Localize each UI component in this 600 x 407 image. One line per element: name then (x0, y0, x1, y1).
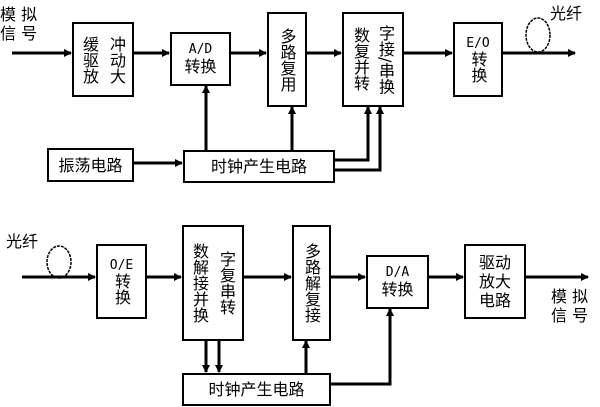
eo-converter-block: E/O 转换 (453, 22, 503, 97)
parallel-serial-block: 数复并转 字接/串换 (342, 12, 404, 107)
clock-generator-block-bottom: 时钟产生电路 (182, 373, 331, 406)
fiber-loop-icon (46, 245, 72, 279)
fiber-loop-icon (525, 17, 551, 53)
driver-amp-block: 驱动 放大 电路 (464, 244, 526, 319)
ad-converter-block: A/D 转换 (170, 32, 231, 86)
arrow-clock-to-ps-1 (335, 106, 372, 162)
oe-converter-block: O/E 转换 (96, 244, 147, 319)
output-signal-label: 模 拟 信 号 (551, 287, 589, 325)
da-converter-block: D/A 转换 (366, 255, 429, 309)
serial-parallel-block: 数解接并换 字复串转 (182, 225, 244, 341)
clock-generator-block-top: 时钟产生电路 (183, 150, 335, 183)
buffer-amp-block: 缓驱放 冲动大 (72, 22, 134, 97)
fiber-label-bottom: 光纤 (6, 232, 39, 251)
input-signal-label: 模 拟 信 号 (0, 5, 38, 43)
arrow-clock-to-ps-2 (335, 106, 384, 172)
arrow-clock-to-da (331, 308, 394, 386)
fiber-label-top: 光纤 (550, 4, 583, 23)
mux-block: 多路复用 (267, 12, 307, 107)
demux-block: 多路解复接 (292, 225, 331, 341)
oscillator-block: 振荡电路 (47, 148, 134, 182)
